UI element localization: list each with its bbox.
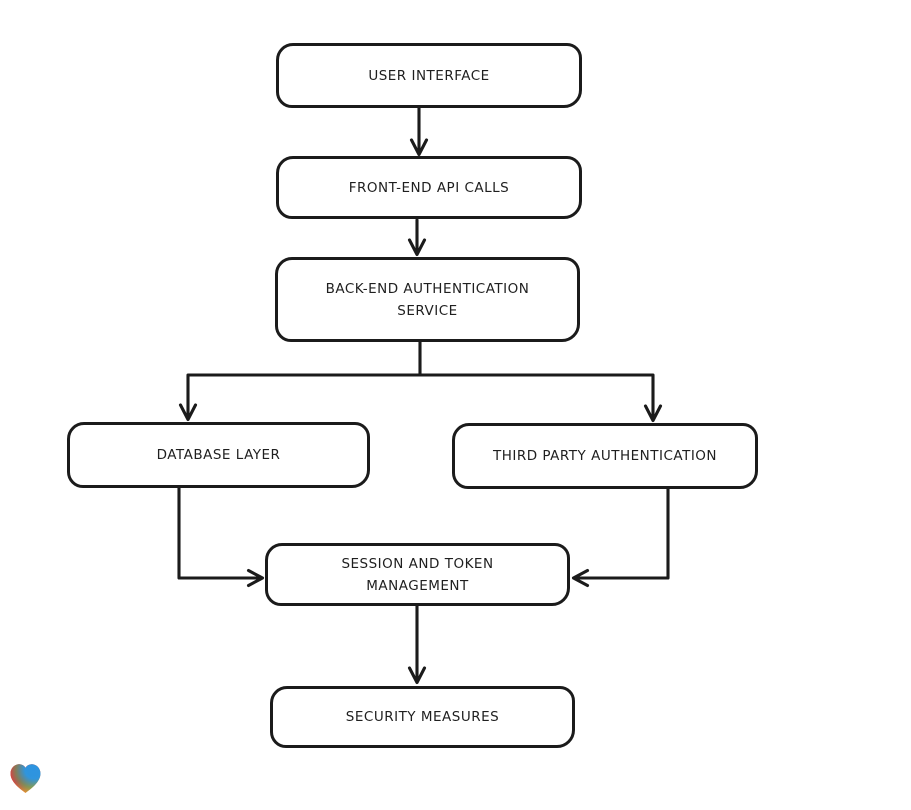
edge-user-interface-to-front-end: [409, 106, 429, 157]
node-session-and-token-management-label: SESSION AND TOKEN MANAGEMENT: [341, 555, 494, 594]
node-back-end-authentication-service: BACK-END AUTHENTICATION SERVICE: [275, 257, 580, 342]
node-front-end-api-calls-label: FRONT-END API CALLS: [348, 179, 510, 196]
node-security-measures: SECURITY MEASURES: [270, 686, 575, 748]
node-third-party-authentication: THIRD PARTY AUTHENTICATION: [452, 423, 758, 489]
node-database-layer: DATABASE LAYER: [67, 422, 370, 488]
edge-back-end-to-third-party: [418, 373, 663, 423]
node-user-interface: USER INTERFACE: [276, 43, 582, 108]
edge-back-end-to-database-layer: [178, 340, 422, 422]
node-user-interface-label: USER INTERFACE: [368, 67, 490, 84]
edge-session-to-security: [407, 604, 427, 685]
edge-third-party-to-session: [571, 486, 670, 588]
node-third-party-authentication-label: THIRD PARTY AUTHENTICATION: [492, 448, 718, 464]
node-front-end-api-calls: FRONT-END API CALLS: [276, 156, 582, 219]
node-database-layer-label: DATABASE LAYER: [156, 447, 281, 463]
edge-database-layer-to-session: [177, 486, 265, 588]
node-back-end-authentication-service-label: BACK-END AUTHENTICATION SERVICE: [325, 280, 530, 319]
node-session-and-token-management: SESSION AND TOKEN MANAGEMENT: [265, 543, 570, 606]
edge-front-end-to-back-end: [407, 218, 427, 257]
gradient-heart-logo[interactable]: [9, 762, 42, 794]
node-security-measures-label: SECURITY MEASURES: [345, 709, 500, 725]
